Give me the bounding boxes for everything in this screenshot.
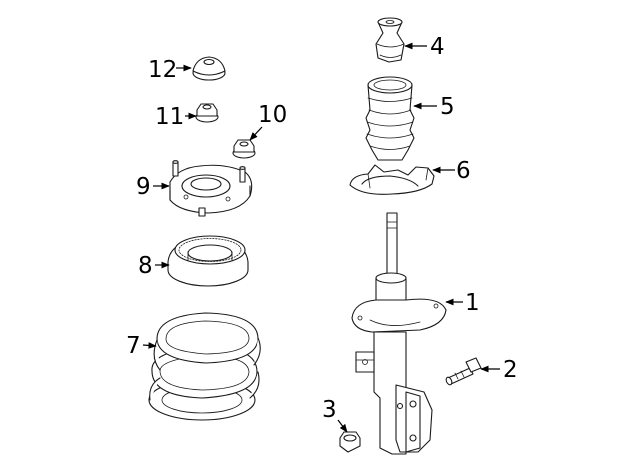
part-11-nut	[195, 103, 219, 123]
part-1-strut	[351, 212, 447, 455]
part-3-nut	[339, 431, 361, 453]
part-2-bolt	[445, 357, 482, 386]
callout-2: 2	[503, 357, 518, 383]
callout-9: 9	[136, 174, 151, 200]
callout-11: 11	[155, 104, 184, 130]
part-4-bump-stop	[375, 17, 405, 63]
callout-5: 5	[440, 94, 455, 120]
callout-8: 8	[138, 253, 153, 279]
part-10-nut	[232, 139, 256, 159]
callouts: 12 11 10 9 8 7 4 5 6 1 2 3	[126, 34, 518, 423]
part-7-coil-spring	[148, 312, 261, 421]
part-9-strut-mount	[169, 160, 253, 217]
callout-1: 1	[465, 290, 480, 316]
part-12-cap	[192, 56, 226, 81]
callout-3: 3	[322, 397, 337, 423]
callout-4: 4	[430, 34, 445, 60]
callout-6: 6	[456, 158, 471, 184]
part-6-insulator	[349, 164, 435, 195]
callout-7: 7	[126, 333, 141, 359]
part-5-dust-boot	[365, 76, 415, 161]
leader-lines	[142, 42, 500, 433]
part-8-bearing-seat	[167, 235, 249, 287]
callout-12: 12	[148, 57, 177, 83]
callout-10: 10	[258, 102, 287, 128]
